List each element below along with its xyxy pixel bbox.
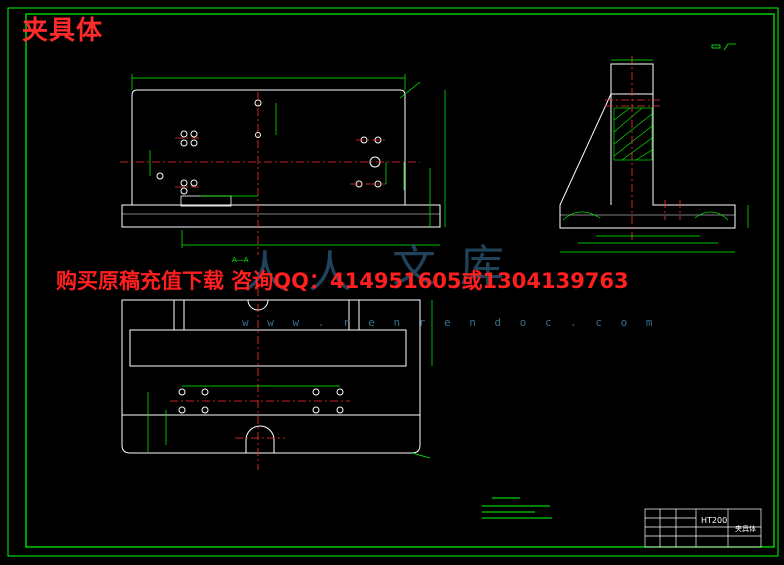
drawing-title: 夹具体 <box>22 16 104 46</box>
side-view-dimensions <box>560 59 749 253</box>
watermark-char: 库 <box>460 241 504 292</box>
part-name-label: 夹具体 <box>735 524 756 533</box>
material-label: HT200 <box>701 516 727 525</box>
section-label: A—A <box>232 256 249 264</box>
front-view-centerlines <box>120 92 420 255</box>
front-view <box>121 89 441 228</box>
surface-roughness-icon <box>711 43 736 51</box>
side-view-rib <box>559 93 736 229</box>
front-view-dimensions <box>131 74 446 248</box>
front-view-base <box>121 204 441 228</box>
bottom-view-centerlines <box>170 272 350 470</box>
bottom-view-dimensions <box>147 300 433 459</box>
outer-border <box>7 7 779 557</box>
watermark-char: 人 <box>308 247 352 298</box>
title-block <box>644 508 762 548</box>
bottom-view-notch <box>245 425 275 453</box>
technical-notes <box>482 497 552 519</box>
front-view-body <box>131 89 406 206</box>
purchase-banner: 购买原稿充值下载 咨询QQ：414951605或1304139763 <box>56 269 629 293</box>
side-view-hatching <box>562 107 729 221</box>
bottom-view-slot <box>129 329 407 367</box>
watermark-char: 文 <box>392 241 436 292</box>
watermark-url: w w w . r e n r e n d o c . c o m <box>242 316 659 329</box>
watermark-char: 人 <box>243 247 287 298</box>
side-view-centerlines <box>605 56 681 240</box>
side-view <box>559 63 736 229</box>
inner-border <box>25 13 775 548</box>
